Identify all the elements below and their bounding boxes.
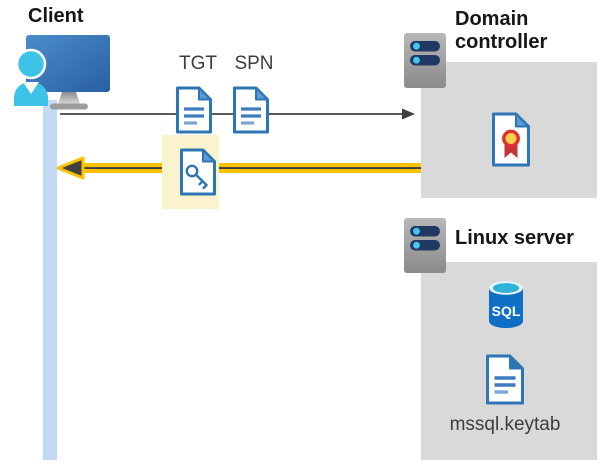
sql-database-icon: SQL xyxy=(489,281,523,328)
client-label: Client xyxy=(28,5,84,27)
keytab-document-icon xyxy=(486,354,524,405)
tgt-label: TGT xyxy=(179,53,217,74)
domain-controller-server-icon xyxy=(404,33,446,88)
linux-server-label: Linux server xyxy=(455,227,574,249)
keytab-filename-label: mssql.keytab xyxy=(449,414,561,435)
spn-document-icon xyxy=(233,86,269,134)
linux-server-icon xyxy=(404,218,446,273)
domain-controller-label: Domain controller xyxy=(455,8,548,53)
service-ticket-key-document-icon xyxy=(180,148,216,196)
sql-badge-text: SQL xyxy=(492,303,521,319)
certificate-icon xyxy=(492,112,530,167)
client-user-at-monitor-icon xyxy=(14,35,110,110)
client-lifeline xyxy=(43,100,57,460)
spn-label: SPN xyxy=(234,53,274,74)
request-arrow xyxy=(60,108,415,120)
tgt-document-icon xyxy=(176,86,212,134)
response-arrow xyxy=(56,156,421,180)
